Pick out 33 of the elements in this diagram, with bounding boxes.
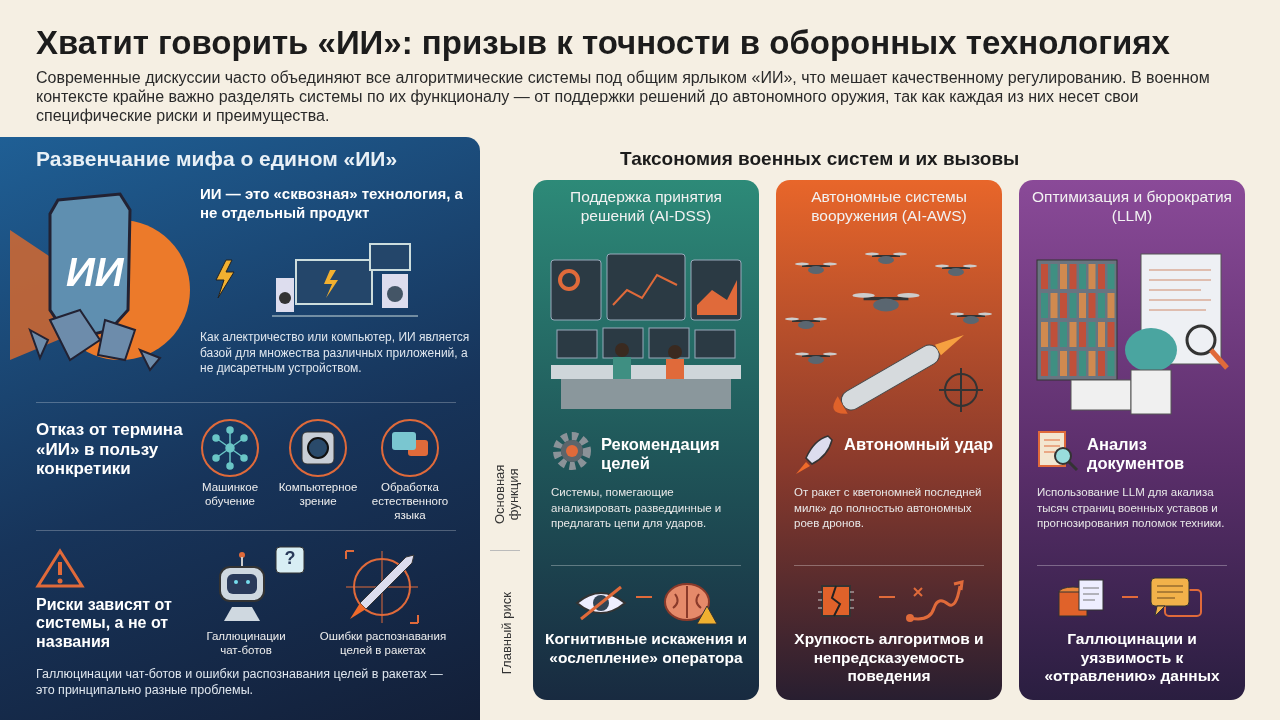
icon-caption: Галлюцинации чат-ботов xyxy=(205,630,287,658)
section-heading: Риски зависят от системы, а не от названия xyxy=(36,596,173,652)
intro-paragraph: Современные дискуссии часто объединяют все алгоритмические системы под общим ярлыком «ИИ», что мешает качественному регулированию. В военном контексте крайне важно разделять системы по их функционалу — от поддержки решений до автономного оружия, так как каждая из них несет свои специфические риски и преимущества. xyxy=(36,68,1211,126)
risk-text: Когнитивные искажения и «ослепление» оператора xyxy=(543,630,749,668)
function-description: Использование LLM для акализа тысяч страниц военных уставов и прогнозирования поломок техники. xyxy=(1037,485,1226,532)
category-card xyxy=(1019,180,1245,700)
function-title: Рекомендация целей xyxy=(601,435,721,473)
page-title: Хватит говорить «ИИ»: призыв к точности в оборонных технологиях xyxy=(36,24,1171,62)
section-summary: Галлюцинации чат-ботов и ошибки распознавания целей в ракетах — это принципально разные проблемы. xyxy=(36,666,444,699)
category-card xyxy=(533,180,759,700)
row-label: Основная функция xyxy=(492,463,522,526)
question-mark: ? xyxy=(283,548,297,569)
icon-caption: Обработка естественного языка xyxy=(370,481,450,523)
section-heading: ИИ — это «сквозная» технология, а не отдельный продукт xyxy=(200,185,464,223)
function-title: Автономный удар xyxy=(844,435,994,454)
row-label: Главный риск xyxy=(499,591,515,677)
function-description: Системы, помегающие анализировать разведдинные и предлагать цепи для ударов. xyxy=(551,485,723,532)
category-card xyxy=(776,180,1002,700)
icon-caption: Ошибки распознавания целей в ракетах xyxy=(318,630,448,658)
risk-text: Хрупкость алгоритмов и непредсказуемость поведения xyxy=(793,630,985,686)
card-heading: Автономные системы вооружения (AI-AWS) xyxy=(810,188,968,226)
section-description: Как алектричество или компьютер, ИИ является базой для множества различных приложений, а не дисаретным устройством. xyxy=(200,330,470,377)
function-title: Анализ документов xyxy=(1087,435,1186,473)
stone-inscription: ИИ xyxy=(66,250,125,295)
section-heading: Отказ от термина «ИИ» в пользу конкретики xyxy=(36,420,184,479)
icon-caption: Машинкое обучение xyxy=(200,481,260,509)
panel-heading: Развенчание мифа о едином «ИИ» xyxy=(36,147,399,171)
function-description: От ракет с кветономней последней милк» до полностью автономных роев дронов. xyxy=(794,485,983,532)
risk-text: Галлюцинации и уязвимость к «отравлению» данных xyxy=(1043,630,1221,686)
section-title: Таксономия военных систем и их вызовы xyxy=(620,148,1021,170)
icon-caption: Компьютерное зрение xyxy=(277,481,359,509)
card-heading: Оптимизация и бюрократия (LLM) xyxy=(1031,188,1233,226)
card-heading: Поддержка принятия решений (AI-DSS) xyxy=(569,188,723,226)
